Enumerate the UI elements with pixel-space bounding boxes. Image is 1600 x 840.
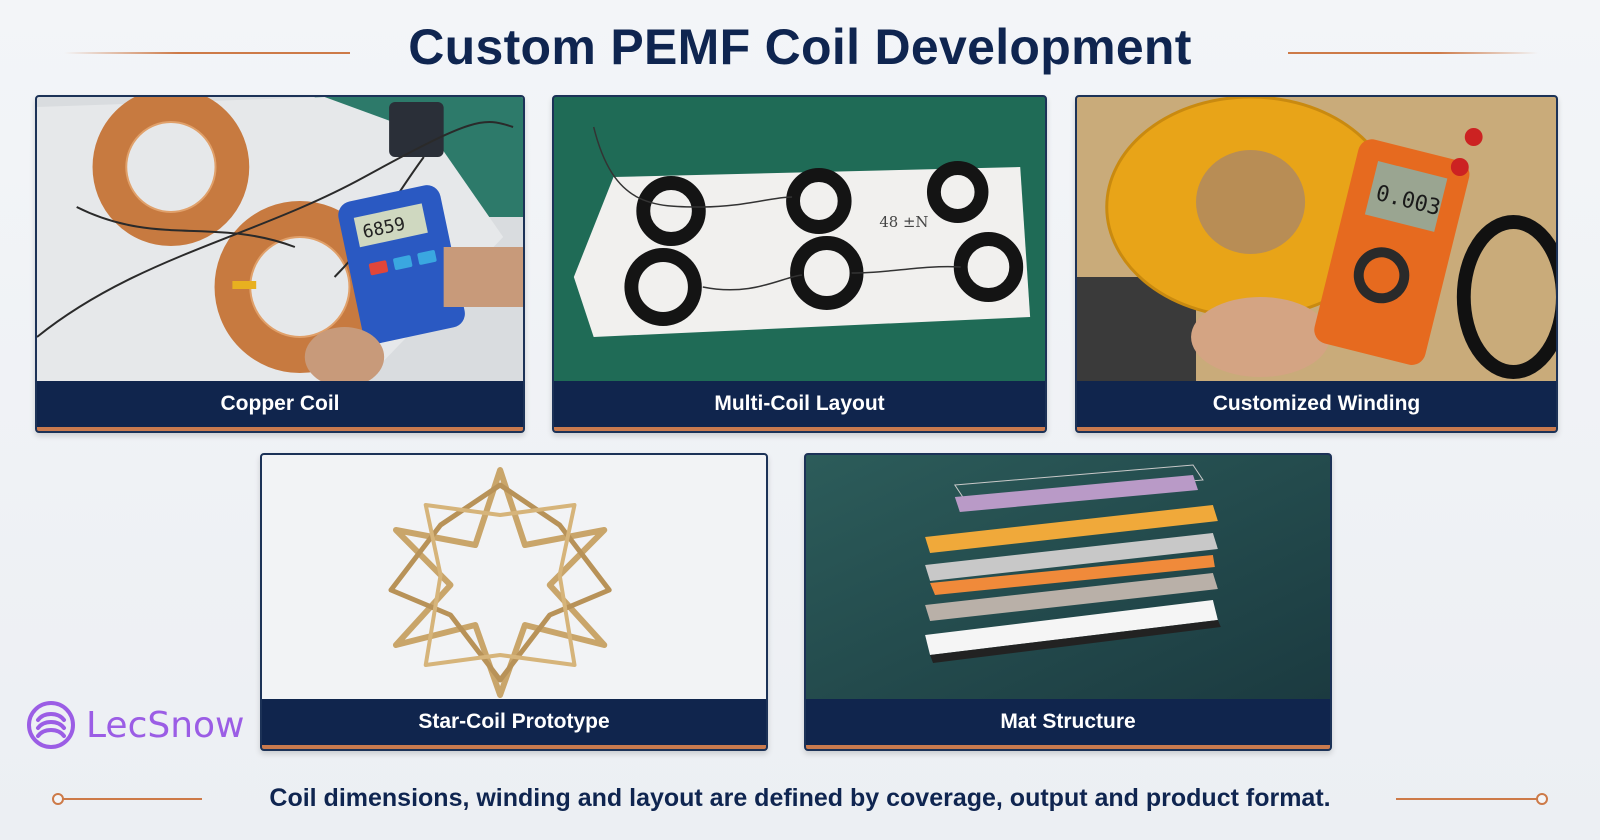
mat-structure-photo	[806, 455, 1330, 699]
card-caption: Copper Coil	[37, 381, 523, 427]
card-copper-coil[interactable]: 6859 Copper Coil	[35, 95, 525, 433]
handheld-meter-icon: 6859	[338, 185, 465, 344]
footer-dot-right	[1536, 793, 1548, 805]
multimeter-icon: 0.003	[1314, 139, 1470, 365]
card-caption: Multi-Coil Layout	[554, 381, 1045, 427]
title-row: Custom PEMF Coil Development	[0, 14, 1600, 84]
lecsnow-logo: LecSnow	[26, 698, 245, 752]
title-rule-left	[64, 52, 350, 54]
multi-coil-layout-photo: 48 ±N	[554, 97, 1045, 381]
card-caption: Mat Structure	[806, 699, 1330, 745]
title-rule-right	[1288, 52, 1538, 54]
customized-winding-photo: 0.003	[1077, 97, 1556, 381]
card-caption: Star-Coil Prototype	[262, 699, 766, 745]
lecsnow-logo-icon	[27, 701, 75, 749]
footer-dot-left	[52, 793, 64, 805]
card-star-coil-prototype[interactable]: Star-Coil Prototype	[260, 453, 768, 751]
footer-rule-right	[1396, 798, 1538, 800]
svg-text:48 ±N: 48 ±N	[879, 213, 928, 231]
card-multi-coil-layout[interactable]: 48 ±N Multi-Coil Layout	[552, 95, 1047, 433]
star-coil-photo	[262, 455, 766, 699]
star-coil-icon	[388, 467, 612, 698]
footer-rule-left	[62, 798, 202, 800]
card-caption: Customized Winding	[1077, 381, 1556, 427]
mat-layers-icon	[925, 464, 1221, 663]
card-customized-winding[interactable]: 0.003 Customized Winding	[1075, 95, 1558, 433]
footer-text: Coil dimensions, winding and layout are …	[269, 784, 1331, 812]
logo-text: LecSnow	[86, 704, 245, 746]
copper-coil-photo: 6859	[37, 97, 523, 381]
card-mat-structure[interactable]: Mat Structure	[804, 453, 1332, 751]
footer-row: Coil dimensions, winding and layout are …	[0, 776, 1600, 822]
page-title: Custom PEMF Coil Development	[408, 19, 1192, 75]
